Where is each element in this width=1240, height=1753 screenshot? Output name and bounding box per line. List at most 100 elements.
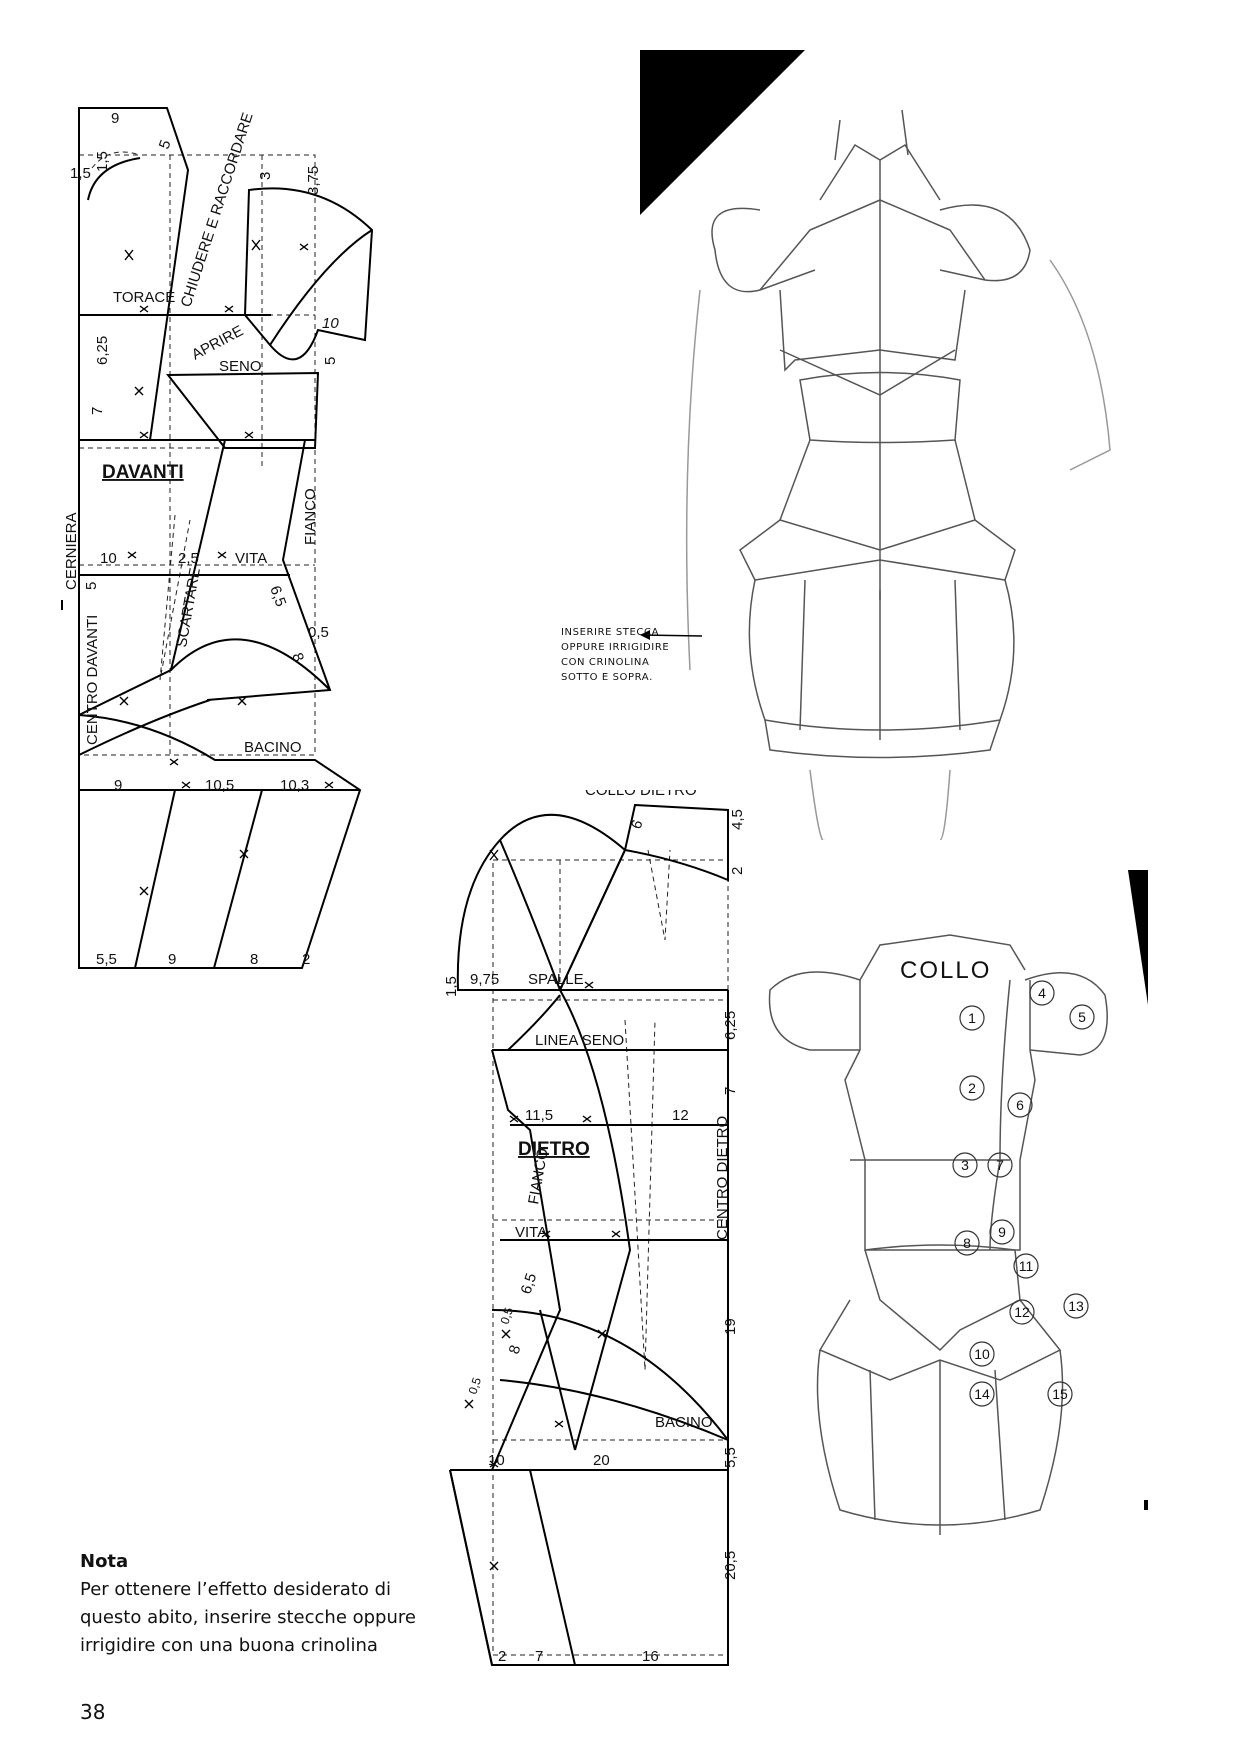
- front-label-scartare: SCARTARE: [173, 567, 204, 649]
- panel-circle: [954, 1230, 980, 1256]
- panel-number: 2: [968, 1080, 976, 1096]
- note-text: Per ottenere l’effetto desiderato di que…: [80, 1579, 416, 1656]
- panel-circle: [1029, 980, 1055, 1006]
- panel-circle: [952, 1152, 978, 1178]
- front-label-seno: SENO: [219, 358, 262, 375]
- svg-text:1,5: 1,5: [94, 151, 111, 172]
- svg-text:19: 19: [722, 1318, 739, 1335]
- svg-text:1,5: 1,5: [70, 165, 91, 182]
- panel-number: 10: [974, 1346, 990, 1362]
- svg-text:5,5: 5,5: [96, 951, 117, 968]
- svg-text:5: 5: [156, 138, 175, 152]
- svg-text:3,75: 3,75: [305, 166, 322, 195]
- svg-text:3: 3: [257, 172, 274, 180]
- panel-number: 11: [1019, 1258, 1034, 1274]
- corner-triangle: [640, 50, 805, 215]
- svg-text:5,5: 5,5: [722, 1447, 739, 1468]
- svg-text:4,5: 4,5: [729, 809, 746, 830]
- svg-text:9,75: 9,75: [470, 971, 499, 988]
- front-pattern: TORACE SENO APRIRE CHIUDERE E RACCORDARE…: [61, 107, 374, 969]
- scissors-icons: [119, 239, 334, 896]
- panel-circle: [1069, 1004, 1095, 1030]
- svg-text:16: 16: [642, 1648, 659, 1665]
- svg-text:7: 7: [89, 407, 106, 415]
- panel-circle: [1063, 1293, 1089, 1319]
- front-label-fianco: FIANCO: [302, 488, 319, 545]
- panel-number: 4: [1038, 985, 1046, 1001]
- svg-text:0,5: 0,5: [308, 624, 329, 641]
- svg-text:10,5: 10,5: [205, 777, 234, 794]
- sketch-note: INSERIRE STECCA OPPURE IRRIGIDIRE CON CR…: [561, 627, 670, 683]
- svg-text:1,5: 1,5: [443, 976, 460, 997]
- svg-text:5: 5: [83, 582, 100, 590]
- front-label-centro: CENTRO DAVANTI: [84, 615, 101, 745]
- back-measures: 6 4,5 2 1,5 9,75 6,25 7 11,5 12 6,5 0,5 …: [443, 809, 746, 1665]
- back-label-vita: VITA: [515, 1224, 547, 1241]
- back-label-linea-seno: LINEA SENO: [535, 1032, 624, 1049]
- back-title: DIETRO: [518, 1139, 590, 1160]
- svg-text:6,25: 6,25: [94, 336, 111, 365]
- panel-number: 8: [963, 1235, 971, 1251]
- svg-text:20: 20: [593, 1452, 610, 1469]
- back-label-bacino: BACINO: [655, 1414, 713, 1431]
- panel-number: 5: [1078, 1009, 1086, 1025]
- page-number: 38: [80, 1700, 106, 1724]
- panel-number: 9: [998, 1224, 1006, 1240]
- front-label-torace: TORACE: [113, 289, 175, 306]
- svg-text:6,25: 6,25: [722, 1011, 739, 1040]
- svg-text:12: 12: [672, 1107, 689, 1124]
- panel-circle: [987, 1152, 1013, 1178]
- panel-number: 15: [1052, 1386, 1068, 1402]
- note-title: Nota: [80, 1551, 129, 1572]
- back-label-spalle: SPALLE: [528, 971, 584, 988]
- svg-text:10: 10: [100, 550, 117, 567]
- svg-text:10: 10: [322, 315, 339, 332]
- svg-text:20,5: 20,5: [722, 1551, 739, 1580]
- back-pattern: COLLO DIETRO SPALLE LINEA SENO DIETRO FI…: [443, 790, 746, 1666]
- svg-text:9: 9: [111, 110, 119, 127]
- front-dress-sketch: [640, 50, 1111, 840]
- panel-number: 3: [961, 1157, 969, 1173]
- svg-text:5: 5: [322, 357, 339, 365]
- panel-circle: [1009, 1299, 1035, 1325]
- svg-text:2: 2: [729, 867, 746, 875]
- front-label-chiudere: CHIUDERE E RACCORDARE: [178, 111, 257, 310]
- svg-text:9: 9: [168, 951, 176, 968]
- panel-circle: [959, 1075, 985, 1101]
- panel-number: 1: [968, 1010, 976, 1026]
- front-label-cerniera: CERNIERA: [63, 512, 80, 590]
- panel-number: 12: [1014, 1304, 1030, 1320]
- panel-circle: [959, 1005, 985, 1031]
- panel-circle: [1047, 1381, 1073, 1407]
- sketch-label-collo: COLLO: [900, 957, 991, 984]
- note-block: Nota Per ottenere l’effetto desiderato d…: [80, 1548, 440, 1660]
- panel-circle: [1007, 1092, 1033, 1118]
- panel-number: 7: [996, 1157, 1004, 1173]
- panel-circle: [989, 1219, 1015, 1245]
- svg-text:8: 8: [506, 1343, 525, 1356]
- back-label-centro: CENTRO DIETRO: [714, 1116, 731, 1240]
- svg-text:10: 10: [488, 1452, 505, 1469]
- panel-circle: [969, 1341, 995, 1367]
- svg-text:0,5: 0,5: [466, 1375, 485, 1396]
- svg-text:0,5: 0,5: [498, 1305, 517, 1326]
- svg-text:10,3: 10,3: [280, 777, 309, 794]
- svg-text:2: 2: [302, 951, 310, 968]
- svg-text:9: 9: [114, 777, 122, 794]
- front-label-bacino: BACINO: [244, 739, 302, 756]
- svg-text:2: 2: [498, 1648, 506, 1665]
- svg-text:8: 8: [250, 951, 258, 968]
- svg-text:6,5: 6,5: [266, 584, 289, 609]
- svg-text:6,5: 6,5: [518, 1271, 541, 1296]
- panel-circle: [1013, 1253, 1039, 1279]
- svg-text:2,5: 2,5: [178, 550, 199, 567]
- back-scissors-icons: [464, 849, 621, 1571]
- svg-text:7: 7: [535, 1648, 543, 1665]
- panel-number: 14: [974, 1386, 990, 1402]
- panel-number: 6: [1016, 1097, 1024, 1113]
- front-measures: 9 5 1,5 1,5 3 3,75 10 6,25 5 7 10 2,5 5 …: [70, 110, 339, 968]
- panel-number: 13: [1068, 1298, 1084, 1314]
- back-label-collo: COLLO DIETRO: [585, 790, 697, 799]
